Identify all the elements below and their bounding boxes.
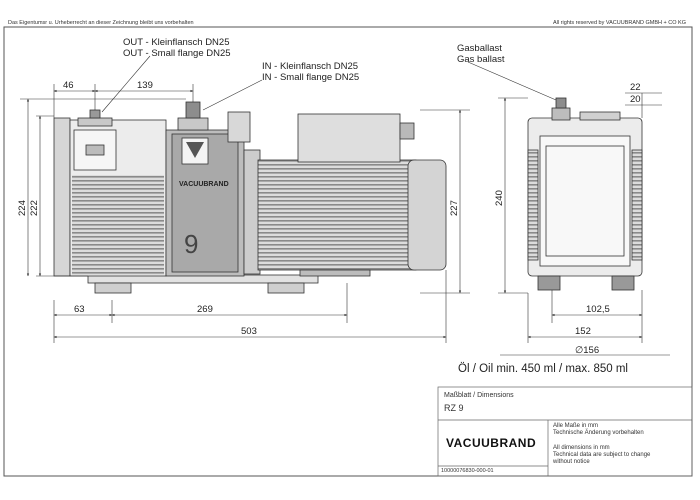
notes-en: All dimensions in mm Technical data are … (553, 445, 650, 466)
dimension-269: 269 (197, 304, 213, 315)
label-in-en: IN - Small flange DN25 (262, 72, 359, 83)
sheet-title: Maßblatt / Dimensions (444, 392, 514, 399)
front-foot-right (611, 275, 635, 291)
pump-brand-label: VACUUBRAND (179, 181, 229, 188)
vacuubrand-logo: VACUUBRAND (446, 436, 537, 450)
foot-right (267, 282, 305, 294)
label-out-en: OUT - Small flange DN25 (123, 48, 231, 59)
outlet-flange (77, 117, 113, 127)
copyright-notice-de: Das Eigentumsr u. Urheberrecht an dieser… (8, 20, 194, 26)
pump-front-view (527, 97, 643, 291)
dimension-222: 222 (29, 200, 40, 216)
dimension-240: 240 (494, 190, 505, 206)
note-en-notice: without notice (553, 459, 590, 465)
note-de-changes: Technische Änderung vorbehalten (553, 430, 644, 436)
dimension-224: 224 (17, 200, 28, 216)
document-number: 10000076830-000-01 (441, 468, 494, 474)
dimension-102-5: 102,5 (586, 304, 610, 315)
dimension-46: 46 (63, 80, 74, 91)
dimension-156: ∅156 (575, 345, 599, 356)
dimension-20: 20 (630, 94, 641, 105)
carry-handle (227, 111, 251, 143)
motor-fan-cover (407, 159, 447, 271)
inlet-flange (177, 117, 209, 131)
model-name: RZ 9 (444, 403, 464, 413)
cooling-fins (72, 175, 164, 275)
dimension-139: 139 (137, 80, 153, 91)
title-block-frame (437, 386, 693, 477)
label-gas-ballast-de: Gasballast (457, 43, 502, 54)
end-cover (53, 117, 71, 277)
dimension-lines (20, 55, 670, 356)
dimension-22: 22 (630, 82, 641, 93)
note-en-changes: Technical data are subject to change (553, 452, 651, 458)
front-foot-left (537, 275, 561, 291)
gas-ballast-valve (551, 107, 571, 121)
sheet-frame (3, 26, 693, 477)
terminal-box (297, 113, 401, 163)
note-en-dimensions: All dimensions in mm (553, 445, 610, 451)
oil-capacity-note: Öl / Oil min. 450 ml / max. 850 ml (458, 363, 628, 375)
dimension-63: 63 (74, 304, 85, 315)
pump-side-view (53, 101, 447, 294)
dimension-503: 503 (241, 326, 257, 337)
dimension-152: 152 (575, 326, 591, 337)
motor-fins (257, 159, 417, 271)
note-de-dimensions: Alle Maße in mm (553, 423, 599, 429)
dimension-227: 227 (449, 200, 460, 216)
pump-model-number: 9 (184, 229, 198, 259)
foot-left (94, 282, 132, 294)
notes-de: Alle Maße in mm Technische Änderung vorb… (553, 423, 644, 437)
label-in-de: IN - Kleinflansch DN25 (262, 61, 358, 72)
label-out-de: OUT - Kleinflansch DN25 (123, 37, 229, 48)
front-inner-panel (539, 135, 631, 267)
copyright-notice-en: All rights reserved by VACUUBRAND GMBH +… (553, 20, 686, 26)
label-gas-ballast-en: Gas ballast (457, 54, 505, 65)
